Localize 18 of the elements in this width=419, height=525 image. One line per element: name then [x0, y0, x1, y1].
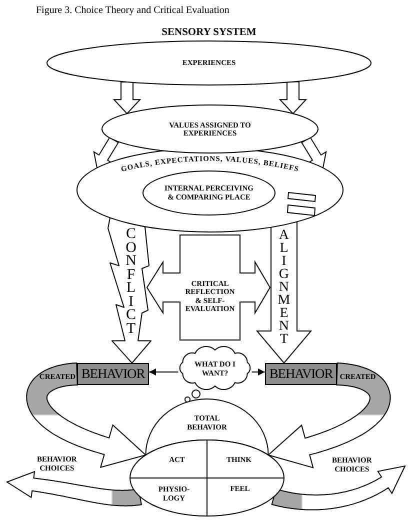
hollow-arrow [256, 221, 312, 364]
hollow-arrow [112, 82, 142, 114]
shaded-label: BEHAVIOR [265, 363, 337, 385]
ribbon-arrow [271, 465, 406, 510]
arrow [148, 368, 179, 376]
vertical-label: ALIGNMENT [278, 228, 290, 346]
ribbon-arrow [6, 470, 142, 506]
shaded-label: BEHAVIOR [77, 363, 149, 385]
ribbon-arrow [26, 362, 147, 468]
lightning-arrow [108, 217, 152, 364]
arrow [251, 368, 266, 376]
vertical-label: CONFLICT [124, 228, 138, 336]
hollow-arrow [301, 136, 327, 168]
figure-caption: Figure 3. Choice Theory and Critical Evaluation [36, 5, 230, 16]
ribbon-arrow [267, 362, 391, 468]
heading: SENSORY SYSTEM [162, 26, 256, 38]
hollow-arrow [93, 136, 119, 168]
hollow-arrow [278, 81, 308, 114]
